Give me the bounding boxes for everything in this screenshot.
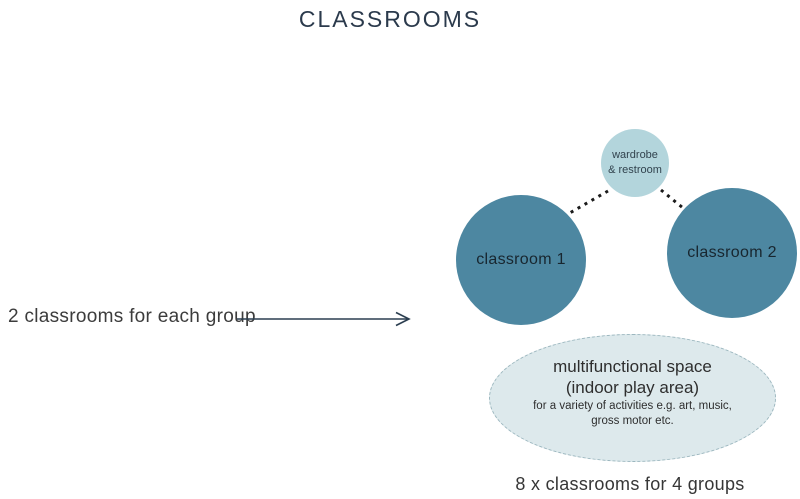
- multifunctional-subtitle: for a variety of activities e.g. art, mu…: [533, 399, 732, 428]
- multifunctional-line1: multifunctional space: [553, 356, 712, 376]
- classroom1-node: classroom 1: [456, 195, 586, 325]
- connector-wardrobe-classroom1: [567, 189, 609, 216]
- classroom2-label: classroom 2: [687, 244, 777, 261]
- page-title: CLASSROOMS: [298, 6, 482, 32]
- multifunctional-line4: gross motor etc.: [591, 414, 674, 427]
- multifunctional-line2: (indoor play area): [565, 377, 700, 397]
- bottom-annotation: 8 x classrooms for 4 groups: [515, 474, 745, 494]
- wardrobe-label-line1: wardrobe: [612, 149, 658, 162]
- classroom2-node: classroom 2: [667, 188, 797, 318]
- multifunctional-space-node: multifunctional space (indoor play area)…: [489, 334, 776, 462]
- wardrobe-label-line2: & restroom: [608, 164, 662, 176]
- multifunctional-title: multifunctional space (indoor play area): [553, 357, 712, 398]
- arrow-head-icon: [395, 311, 411, 327]
- wardrobe-restroom-label: wardrobe & restroom: [608, 148, 662, 178]
- multifunctional-line3: for a variety of activities e.g. art, mu…: [533, 400, 732, 413]
- left-annotation: 2 classrooms for each group: [8, 306, 256, 327]
- wardrobe-restroom-node: wardrobe & restroom: [601, 129, 669, 197]
- classroom1-label: classroom 1: [476, 251, 566, 268]
